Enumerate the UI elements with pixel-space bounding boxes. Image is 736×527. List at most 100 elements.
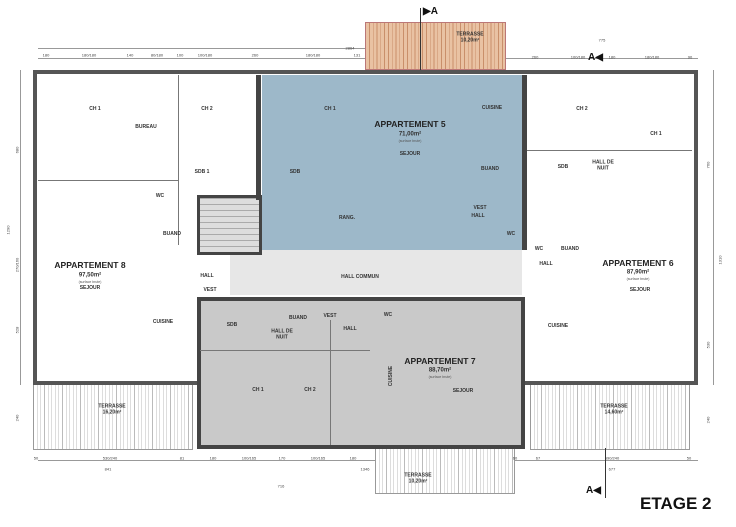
room-label: WC	[383, 312, 393, 319]
dimension: 90	[687, 54, 693, 60]
section-line	[605, 448, 606, 498]
apartment-8-note: (surface brute)	[78, 279, 102, 284]
dimension: 240	[705, 416, 711, 424]
apartment-7-note: (surface brute)	[428, 374, 452, 379]
room-label: BUAND	[288, 315, 308, 322]
dimension-total: 2864	[345, 45, 355, 51]
floor-title: ETAGE 2	[640, 494, 712, 513]
dimension-total: 716	[277, 483, 285, 489]
dimension: 100/165	[310, 455, 326, 461]
section-marker-bottom: A◀	[586, 485, 601, 496]
dimension: 260	[251, 52, 259, 58]
room-label: SDB 1	[194, 169, 210, 176]
stairwell	[197, 195, 262, 255]
dimension-total: 775	[598, 37, 606, 43]
terrace-right	[530, 384, 690, 450]
dimension: 50	[33, 455, 39, 461]
dimension: 180	[608, 54, 616, 60]
room-label: CH 1	[252, 387, 264, 394]
dimension-line-right	[713, 70, 714, 385]
room-label: BUREAU	[135, 124, 157, 131]
dimension: 590/240	[604, 455, 620, 461]
room-label: BUAND	[162, 231, 182, 238]
dimension: 180/180	[81, 52, 97, 58]
wall	[527, 150, 692, 151]
section-marker-top: ▶A	[423, 6, 438, 17]
dimension: 100/180	[197, 52, 213, 58]
dimension: 100/180	[570, 54, 586, 60]
section-arrow-icon: ◀	[593, 485, 601, 496]
dimension: 50	[686, 455, 692, 461]
dimension-total: 841	[104, 466, 112, 472]
dimension: 100/165	[241, 455, 257, 461]
room-label: WC	[534, 246, 544, 253]
section-arrow-icon: ▶	[423, 6, 431, 17]
apartment-6-title: APPARTEMENT 6	[602, 258, 674, 269]
room-label: VEST	[323, 313, 337, 320]
room-label: CH 1	[89, 106, 101, 113]
apartment-6-note: (surface brute)	[626, 276, 650, 281]
hall-commun-area	[230, 250, 522, 295]
terrace-top	[365, 22, 506, 70]
dimension: 100	[176, 52, 184, 58]
room-label: SEJOUR	[399, 151, 421, 158]
dimension: 180/180	[644, 54, 660, 60]
room-label: SEJOUR	[452, 388, 474, 395]
room-label: CUISINE	[152, 319, 174, 326]
room-label: CUISINE	[547, 323, 569, 330]
section-line	[420, 8, 421, 70]
room-label: CH 1	[650, 131, 662, 138]
terrace-left	[33, 384, 193, 450]
room-label: HALL	[343, 326, 357, 333]
dimension: 1290	[5, 225, 11, 235]
dimension: 80/180	[150, 52, 164, 58]
room-label: SEJOUR	[629, 287, 651, 294]
dimension-line-top-total	[38, 48, 368, 49]
apartment-5-title: APPARTEMENT 5	[374, 119, 446, 130]
room-label: HALL	[539, 261, 553, 268]
room-label: SEJOUR	[79, 285, 101, 292]
wall	[38, 180, 178, 181]
apartment-5-area	[262, 75, 522, 250]
wall	[200, 350, 370, 351]
apartment-6-area: 87,90m²	[626, 269, 650, 276]
room-label: SDB	[557, 164, 569, 171]
dimension: 530/240	[102, 455, 118, 461]
apartment-5-area: 71,00m²	[398, 131, 422, 138]
section-marker-right: A◀	[588, 52, 603, 63]
room-label: BUAND	[560, 246, 580, 253]
room-label: VEST	[473, 205, 487, 212]
apartment-8-area: 97,50m²	[78, 272, 102, 279]
dimension-total: 1346	[360, 466, 370, 472]
terrace-bottom	[375, 448, 515, 494]
dimension: 60	[512, 455, 518, 461]
dimension: 1310	[717, 255, 723, 265]
room-label: CH 2	[201, 106, 213, 113]
dimension: 180	[349, 455, 357, 461]
wall	[330, 320, 331, 445]
room-label: WC	[155, 193, 165, 200]
room-label: CH 2	[304, 387, 316, 394]
room-label: RANG.	[338, 215, 356, 222]
dimension: 530	[705, 341, 711, 349]
apartment-7-area	[197, 297, 525, 449]
dimension: 180	[209, 455, 217, 461]
room-label: CH 1	[324, 106, 336, 113]
dimension: 131	[353, 52, 361, 58]
room-label: HALL	[200, 273, 214, 280]
dimension: 680	[14, 146, 20, 154]
dimension: 528	[14, 326, 20, 334]
apartment-5-note: (surface brute)	[398, 138, 422, 143]
wall	[256, 75, 261, 200]
room-label: VEST	[203, 287, 217, 294]
room-label: CUISINE	[481, 105, 503, 112]
dimension: 180/180	[305, 52, 321, 58]
dimension: 180	[42, 52, 50, 58]
room-label: CH 2	[576, 106, 588, 113]
room-label: HALL	[471, 213, 485, 220]
dimension: 67	[535, 455, 541, 461]
wall	[178, 75, 179, 245]
dimension: 170	[278, 455, 286, 461]
